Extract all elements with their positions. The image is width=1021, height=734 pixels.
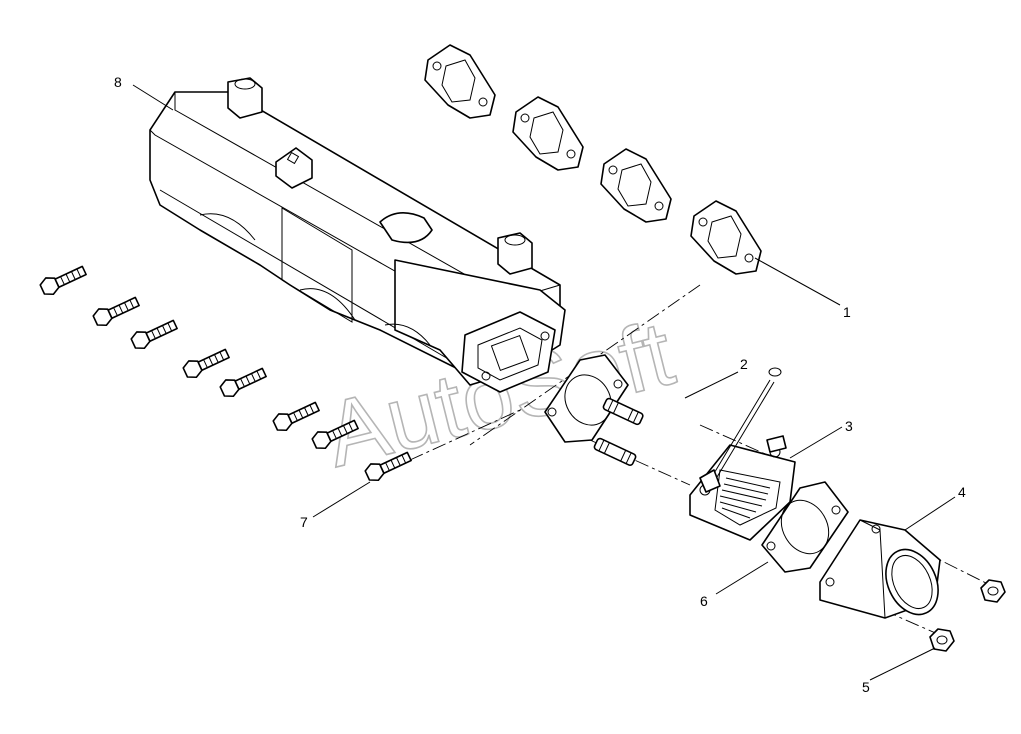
stud xyxy=(602,397,644,426)
gasket xyxy=(512,96,584,171)
flange-gasket xyxy=(544,354,629,443)
gasket xyxy=(600,148,672,223)
bolt-set xyxy=(39,265,412,482)
bolt xyxy=(311,419,359,450)
bolt xyxy=(130,319,178,350)
heater-gasket xyxy=(761,481,849,573)
leader-lines xyxy=(132,84,956,681)
callout-7: 7 xyxy=(300,514,308,530)
stud xyxy=(593,437,637,467)
nut xyxy=(980,579,1006,603)
exhaust-manifold xyxy=(149,77,566,393)
nut-set xyxy=(929,579,1006,652)
callout-6: 6 xyxy=(700,593,708,609)
bolt xyxy=(272,401,320,432)
callout-4: 4 xyxy=(958,484,966,500)
gasket xyxy=(424,44,496,119)
stud-set xyxy=(593,397,644,467)
callout-1: 1 xyxy=(843,304,851,320)
nut xyxy=(929,628,955,652)
outlet-connector xyxy=(819,519,941,619)
grid-heater-flange xyxy=(689,367,796,541)
callout-2: 2 xyxy=(740,356,748,372)
callout-8: 8 xyxy=(114,74,122,90)
gasket-set xyxy=(424,44,762,275)
bolt xyxy=(39,265,87,296)
callout-numbers: 8 1 2 3 4 5 6 7 xyxy=(114,74,966,695)
gasket xyxy=(690,200,762,275)
bolt xyxy=(182,348,230,379)
bolt xyxy=(219,367,267,398)
callout-3: 3 xyxy=(845,418,853,434)
bolt xyxy=(92,296,140,327)
callout-5: 5 xyxy=(862,679,870,695)
bolt xyxy=(364,451,412,482)
